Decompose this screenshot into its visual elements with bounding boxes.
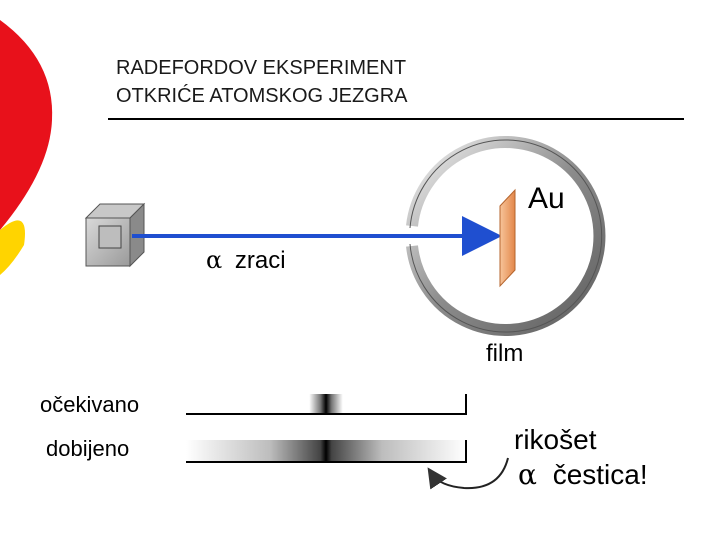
red-wedge-shape — [0, 120, 52, 230]
expected-label: očekivano — [40, 392, 140, 417]
beam-label: α zraci — [206, 246, 286, 275]
film-label: film — [486, 340, 524, 367]
foil-label: Au — [528, 182, 565, 215]
slide-title-line-2: OTKRIĆE ATOMSKOG JEZGRA — [116, 85, 408, 107]
observed-label: dobijeno — [46, 436, 130, 461]
alpha-symbol: α — [206, 246, 223, 274]
rebound-label-line1: rikošet — [514, 424, 597, 455]
red-arc-shape — [0, 20, 53, 120]
beam-label-text: zraci — [234, 247, 286, 274]
rebound-alpha-symbol: α — [518, 458, 537, 491]
rebound-label-text: čestica! — [552, 459, 648, 490]
slide-title-line-1: RADEFORDOV EKSPERIMENT — [116, 57, 407, 79]
rebound-arrow — [427, 457, 509, 490]
gold-foil — [499, 188, 516, 288]
observed-pattern-strip — [186, 440, 467, 463]
title-underline — [108, 118, 684, 120]
corner-decoration — [0, 20, 53, 275]
expected-pattern-strip — [186, 394, 467, 415]
alpha-source-box — [84, 202, 146, 268]
rebound-label-line2: α čestica! — [518, 458, 648, 491]
film-ring — [406, 136, 606, 336]
yellow-wedge-shape — [0, 220, 25, 275]
